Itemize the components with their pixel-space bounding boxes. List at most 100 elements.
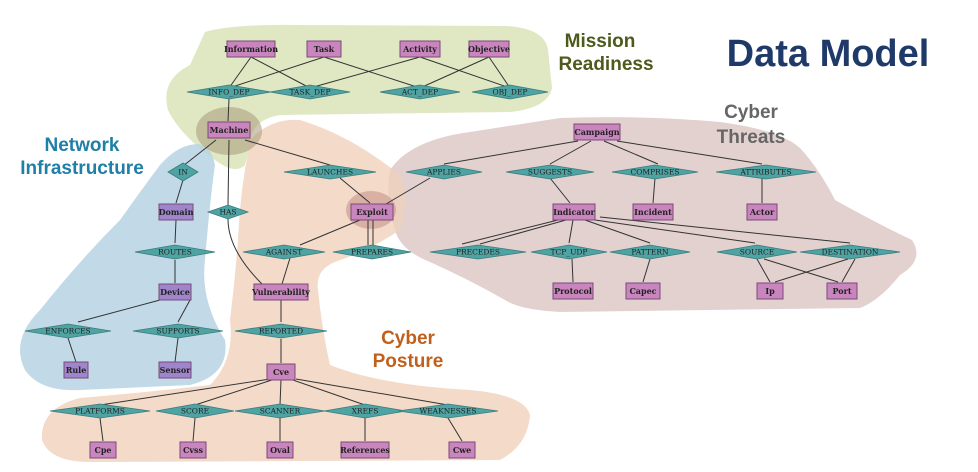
relationship-diamond bbox=[611, 164, 699, 180]
relationship-diamond bbox=[715, 164, 817, 180]
relationship-weaknesses: WEAKNESSES bbox=[397, 403, 499, 419]
entity-label: Sensor bbox=[160, 365, 192, 375]
relationship-label: SOURCE bbox=[740, 248, 774, 257]
entity-box bbox=[746, 203, 778, 221]
zone-label-posture-line2: Posture bbox=[373, 351, 444, 372]
relationship-label: PATTERN bbox=[631, 248, 669, 257]
entity-box bbox=[158, 361, 192, 379]
entity-cpe: Cpe bbox=[89, 441, 117, 459]
entity-box bbox=[756, 282, 784, 300]
entity-ip: Ip bbox=[756, 282, 784, 300]
relationship-diamond bbox=[429, 244, 527, 260]
relationship-label: DESTINATION bbox=[822, 248, 879, 257]
entity-label: Activity bbox=[402, 44, 437, 54]
entity-label: Exploit bbox=[356, 207, 388, 217]
entity-box bbox=[340, 441, 390, 459]
entity-information: Information bbox=[224, 40, 278, 58]
relationship-diamond bbox=[530, 244, 608, 260]
entity-cve: Cve bbox=[266, 363, 296, 381]
entity-label: Incident bbox=[634, 207, 672, 217]
entity-box bbox=[468, 40, 510, 58]
entity-label: Device bbox=[160, 287, 190, 297]
entity-device: Device bbox=[158, 283, 192, 301]
entity-label: References bbox=[340, 445, 390, 455]
relationship-diamond bbox=[283, 164, 377, 180]
relationship-launches: LAUNCHES bbox=[283, 164, 377, 180]
entity-label: Rule bbox=[66, 365, 87, 375]
relationship-diamond bbox=[167, 162, 199, 182]
relationship-diamond bbox=[471, 84, 549, 100]
entity-label: Campaign bbox=[574, 127, 619, 137]
entity-rule: Rule bbox=[63, 361, 89, 379]
relationship-precedes: PRECEDES bbox=[429, 244, 527, 260]
entity-box bbox=[158, 283, 192, 301]
zone-labels: Mission Readiness Network Infrastructure… bbox=[20, 31, 785, 372]
entity-box bbox=[158, 203, 194, 221]
zone-label-posture-line1: Cyber bbox=[381, 328, 435, 349]
entity-box bbox=[399, 40, 441, 58]
relationship-label: HAS bbox=[219, 208, 236, 217]
relationship-diamond bbox=[332, 244, 412, 260]
relationship-label: TASK_DEP bbox=[289, 88, 330, 97]
zone-label-mission-line2: Readiness bbox=[558, 54, 653, 75]
relationship-label: ROUTES bbox=[158, 248, 192, 257]
entity-domain: Domain bbox=[158, 203, 194, 221]
zone-network-infrastructure bbox=[20, 144, 226, 391]
relationship-supports: SUPPORTS bbox=[132, 323, 224, 339]
entity-label: Ip bbox=[765, 286, 775, 296]
entity-box bbox=[573, 123, 621, 141]
entity-references: References bbox=[340, 441, 390, 459]
entity-incident: Incident bbox=[632, 203, 674, 221]
entity-label: Indicator bbox=[553, 207, 595, 217]
relationship-diamond bbox=[799, 244, 901, 260]
relationship-score: SCORE bbox=[155, 403, 235, 419]
entity-campaign: Campaign bbox=[573, 123, 621, 141]
relationship-label: TCP_UDP bbox=[551, 248, 588, 257]
entity-task: Task bbox=[306, 40, 342, 58]
entity-box bbox=[226, 40, 276, 58]
entity-machine: Machine bbox=[207, 121, 251, 139]
relationship-attributes: ATTRIBUTES bbox=[715, 164, 817, 180]
relationship-label: IN bbox=[178, 168, 188, 177]
entity-label: Oval bbox=[270, 445, 290, 455]
relationship-diamond bbox=[505, 164, 595, 180]
entity-label: Domain bbox=[159, 207, 194, 217]
relationship-label: SUPPORTS bbox=[156, 327, 199, 336]
entity-box bbox=[63, 361, 89, 379]
relationship-label: OBJ_DEP bbox=[493, 88, 528, 97]
relationship-label: SCANNER bbox=[260, 407, 301, 416]
entity-vulnerability: Vulnerability bbox=[251, 283, 310, 301]
zone-label-mission-line1: Mission bbox=[565, 31, 636, 52]
relationship-act-dep: ACT_DEP bbox=[379, 84, 461, 100]
zone-label-threats-line2: Threats bbox=[717, 127, 786, 148]
entity-label: Vulnerability bbox=[251, 287, 310, 297]
relationship-label: PLATFORMS bbox=[75, 407, 125, 416]
relationship-diamond bbox=[397, 403, 499, 419]
entity-label: Actor bbox=[749, 207, 775, 217]
relationship-diamond bbox=[269, 84, 351, 100]
entity-label: Protocol bbox=[554, 286, 592, 296]
relationship-obj-dep: OBJ_DEP bbox=[471, 84, 549, 100]
entity-nodes: Information Task Activity ObjectiveMachineD… bbox=[63, 40, 858, 459]
relationship-diamond bbox=[405, 164, 483, 180]
entity-label: Cwe bbox=[453, 445, 471, 455]
entity-label: Cve bbox=[273, 367, 289, 377]
entity-label: Task bbox=[314, 44, 335, 54]
relationship-label: AGAINST bbox=[265, 248, 303, 257]
zone-label-threats-line1: Cyber bbox=[724, 102, 778, 123]
relationship-label: INFO_DEP bbox=[208, 88, 249, 97]
zone-mission-readiness bbox=[166, 24, 552, 170]
entity-box bbox=[253, 283, 309, 301]
relationship-label: REPORTED bbox=[259, 327, 303, 336]
entity-exploit: Exploit bbox=[350, 203, 394, 221]
relationship-label: SCORE bbox=[181, 407, 209, 416]
relationship-in: IN bbox=[167, 162, 199, 182]
relationship-label: PREPARES bbox=[351, 248, 393, 257]
relationship-tcp-udp: TCP_UDP bbox=[530, 244, 608, 260]
entity-objective: Objective bbox=[468, 40, 510, 58]
zone-label-network-line2: Infrastructure bbox=[20, 158, 144, 179]
relationship-platforms: PLATFORMS bbox=[49, 403, 151, 419]
entity-protocol: Protocol bbox=[552, 282, 594, 300]
relationship-against: AGAINST bbox=[242, 244, 326, 260]
